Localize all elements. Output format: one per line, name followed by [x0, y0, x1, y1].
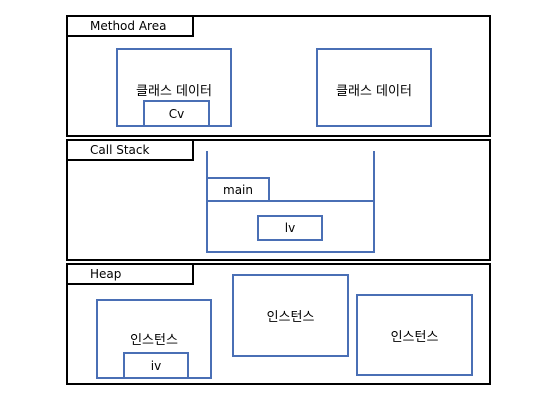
- main-frame-divider: [206, 200, 375, 202]
- stack-bottom: [206, 251, 375, 253]
- cv-box: Cv: [143, 100, 210, 127]
- iv-box: iv: [123, 352, 189, 379]
- instance-box-1: 인스턴스 iv: [96, 299, 212, 379]
- method-area-section: Method Area 클래스 데이터 Cv 클래스 데이터: [66, 15, 491, 137]
- instance-box-2: 인스턴스: [232, 274, 349, 357]
- call-stack-section: Call Stack main lv: [66, 139, 491, 261]
- lv-box: lv: [257, 215, 323, 241]
- class-data-label-2: 클래스 데이터: [336, 84, 412, 99]
- cv-label: Cv: [168, 107, 185, 121]
- stack-left-wall: [206, 151, 208, 253]
- class-data-box-2: 클래스 데이터: [316, 48, 432, 127]
- class-data-label-1: 클래스 데이터: [136, 84, 212, 99]
- method-area-title: Method Area: [66, 15, 194, 37]
- call-stack-title: Call Stack: [66, 139, 194, 161]
- main-frame-label: main: [223, 183, 253, 197]
- class-data-box-1: 클래스 데이터 Cv: [116, 48, 232, 127]
- instance-label-3: 인스턴스: [390, 330, 439, 345]
- instance-label-1: 인스턴스: [130, 333, 178, 348]
- main-frame-label-box: main: [206, 177, 270, 202]
- instance-label-2: 인스턴스: [266, 310, 315, 325]
- stack-right-wall: [373, 151, 375, 253]
- heap-title: Heap: [66, 263, 194, 285]
- instance-box-3: 인스턴스: [356, 294, 473, 376]
- heap-section: Heap 인스턴스 iv 인스턴스 인스턴스: [66, 263, 491, 385]
- iv-label: iv: [150, 359, 162, 373]
- lv-label: lv: [284, 221, 296, 235]
